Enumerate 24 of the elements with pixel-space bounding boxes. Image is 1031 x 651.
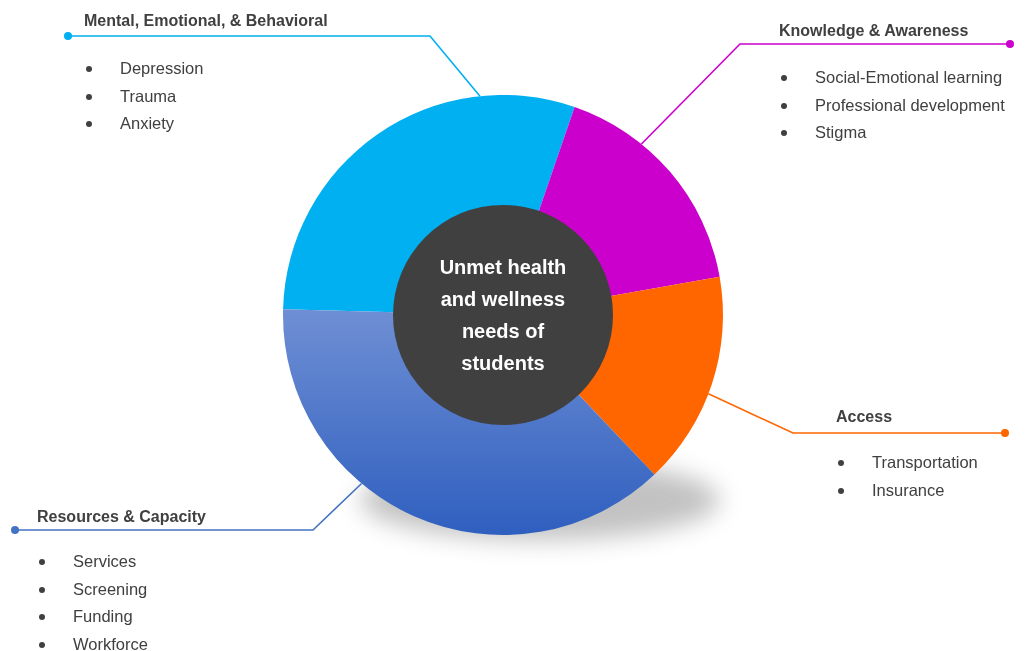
bullet-item: Workforce [37, 630, 148, 651]
donut-segment [577, 276, 723, 475]
leader-line [11, 482, 363, 534]
bullet-item: Social-Emotional learning [779, 64, 1003, 92]
bullet-item: Anxiety [84, 110, 175, 138]
category-heading: Mental, Emotional, & Behavioral [84, 12, 328, 30]
leader-line [64, 32, 481, 97]
center-title: Unmet health and wellness needs of students [438, 255, 568, 376]
bullet-item: Stigma [779, 119, 867, 147]
leader-line [707, 393, 1009, 437]
bullet-item: Depression [84, 55, 204, 83]
bullet-item: Services [37, 548, 137, 576]
donut-segment [283, 309, 655, 535]
leader-line [640, 40, 1014, 145]
category-heading: Knowledge & Awareness [779, 22, 969, 40]
donut-segment [283, 95, 575, 313]
bullet-item: Trauma [84, 82, 177, 110]
bullet-item: Insurance [836, 476, 945, 504]
bullet-item: Funding [37, 603, 133, 631]
bullet-item: Professional development [779, 91, 1005, 119]
bullet-item: Screening [37, 575, 148, 603]
category-heading: Resources & Capacity [37, 508, 206, 526]
bullet-item: Transportation [836, 449, 978, 477]
category-heading: Access [836, 408, 893, 426]
